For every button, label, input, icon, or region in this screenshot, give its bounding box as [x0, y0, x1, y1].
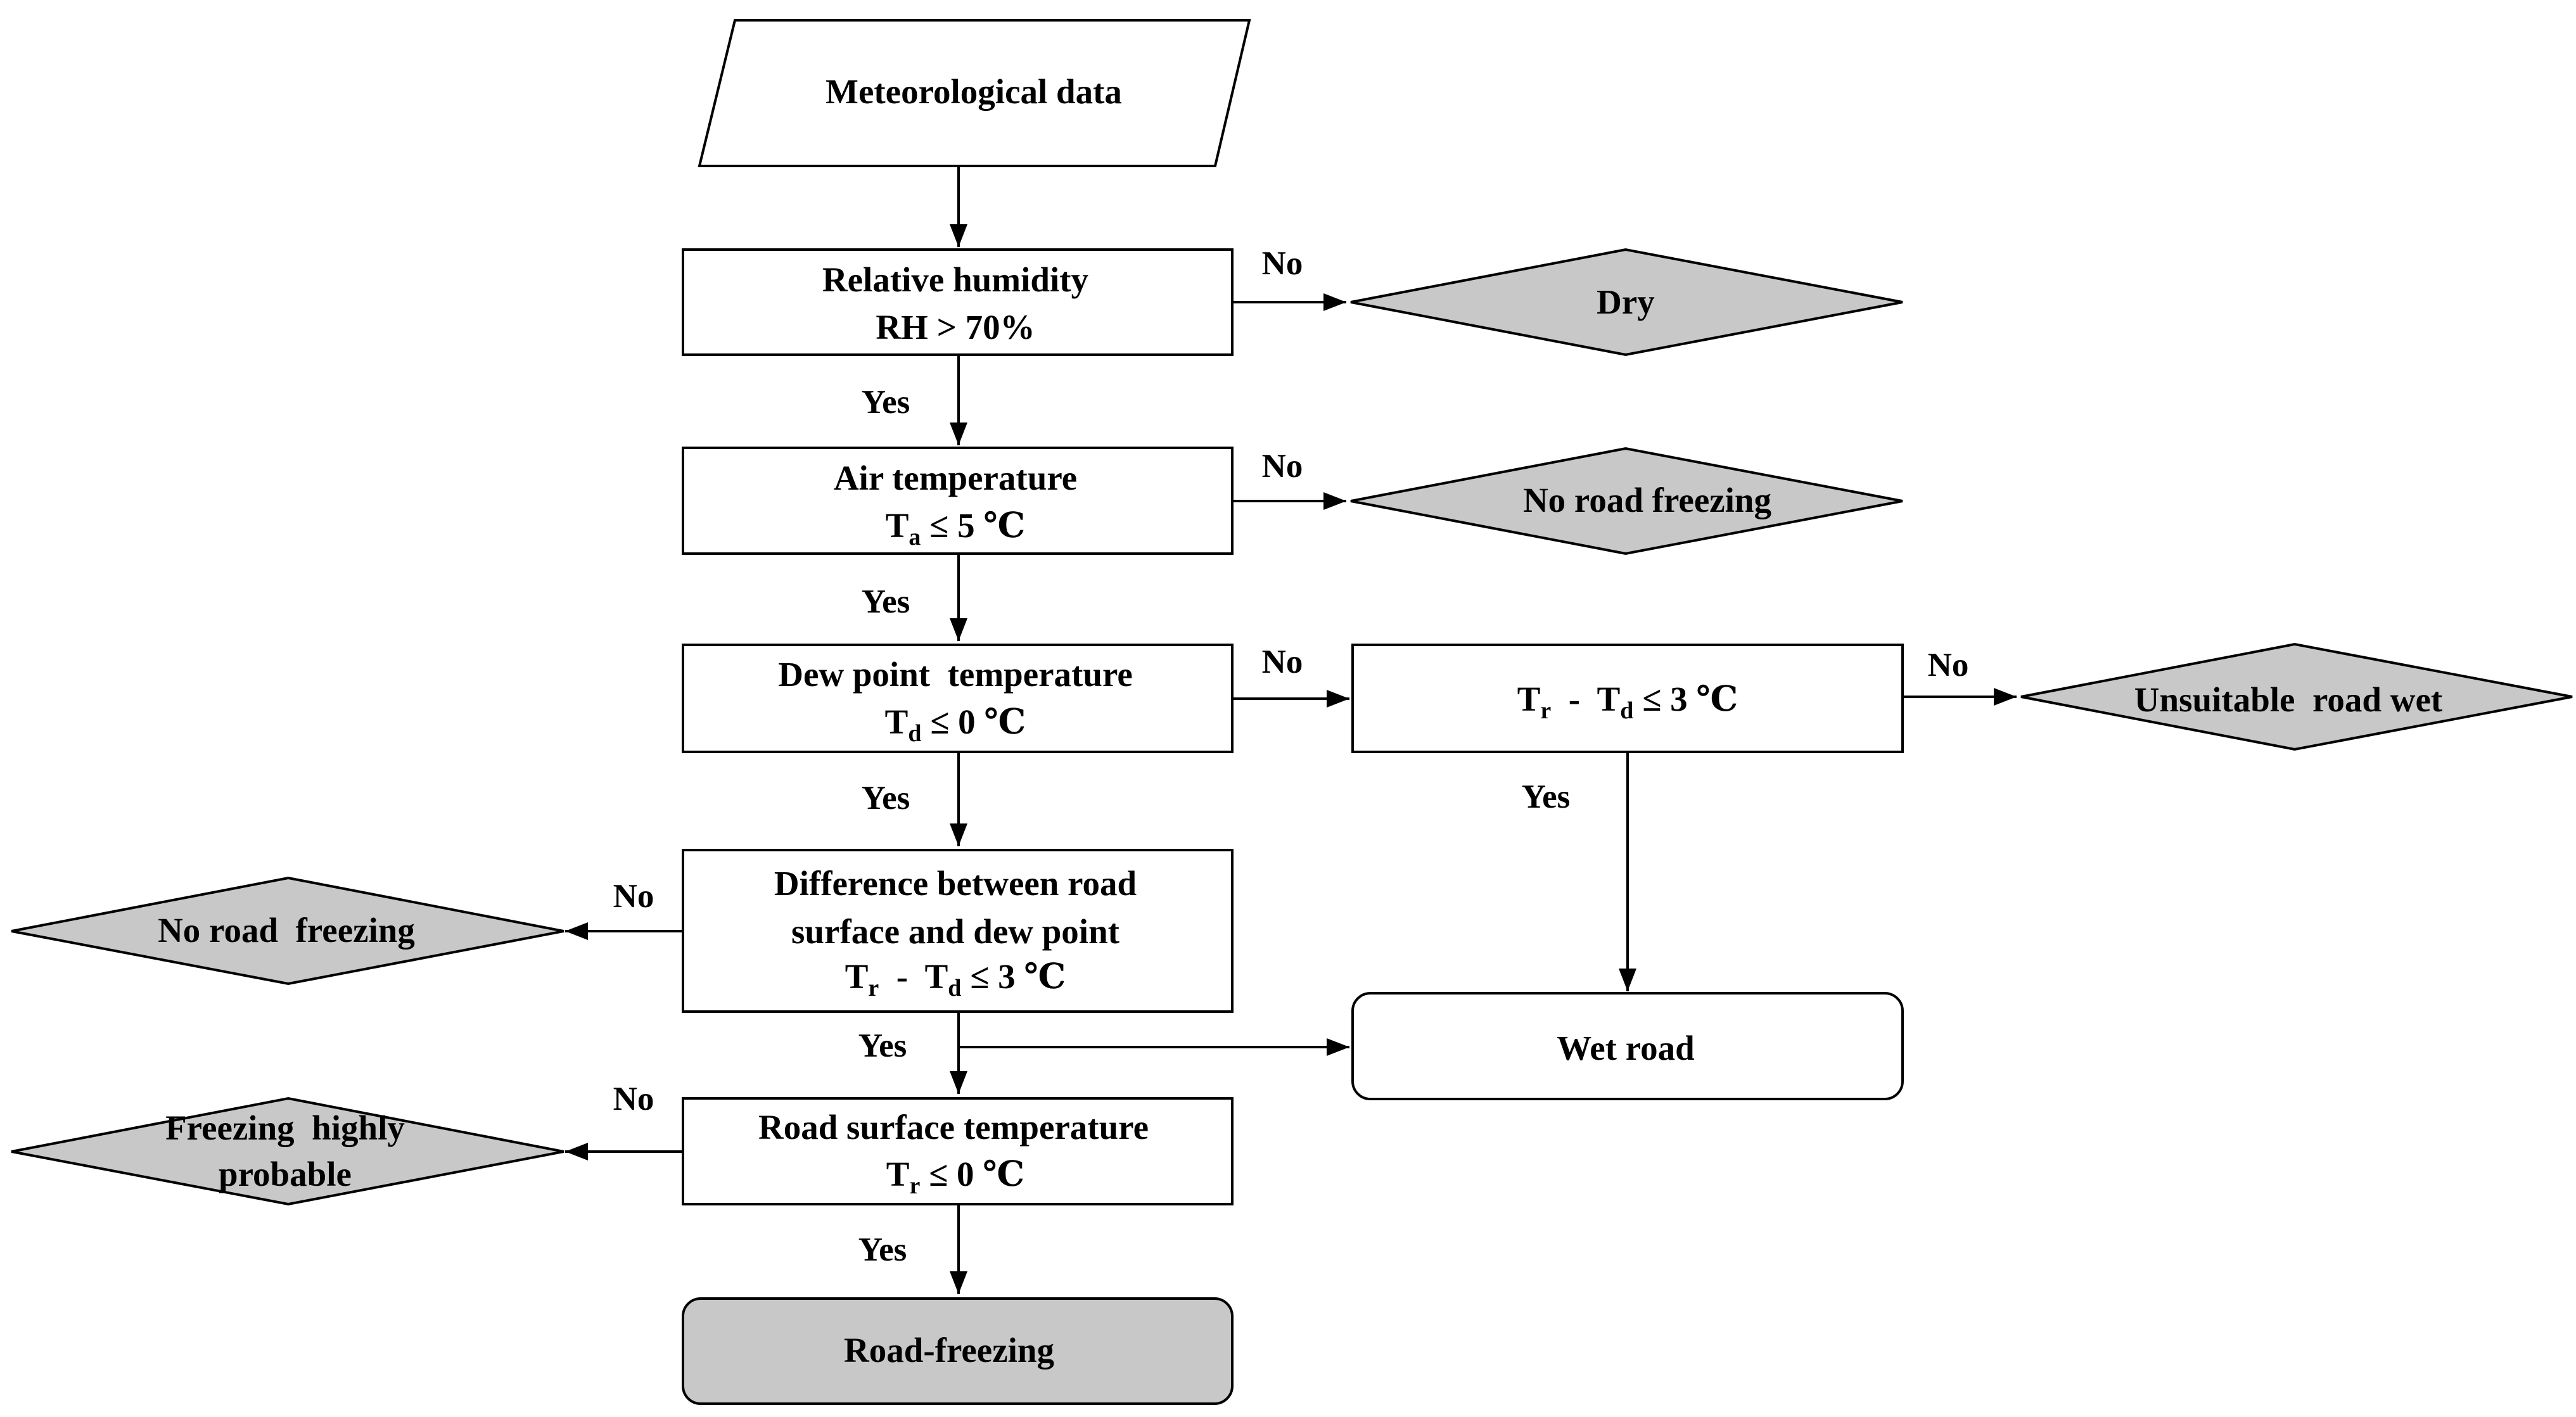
meteorological-data-label: Meteorological data	[826, 72, 1122, 111]
difference-box	[682, 849, 1234, 1013]
dew-point-title: Dew point temperature	[778, 655, 1133, 694]
road-surface-node: Road surface temperature Tr ≤ 0 ℃	[682, 1097, 1234, 1205]
tr-td-check-label: Tr - Td ≤ 3 ℃	[1517, 680, 1738, 724]
no-label-dew: No	[1262, 644, 1303, 680]
relative-humidity-box	[682, 248, 1234, 356]
no-label-road-surface: No	[613, 1081, 654, 1117]
dew-point-box	[682, 644, 1234, 753]
dry-diamond	[1350, 248, 1903, 357]
no-road-freezing-left-node: No road freezing	[11, 876, 564, 986]
dew-point-node: Dew point temperature Td ≤ 0 ℃	[682, 644, 1234, 753]
no-road-freezing-right-diamond	[1350, 447, 1903, 556]
freezing-highly-probable-diamond	[11, 1096, 564, 1206]
road-surface-title: Road surface temperature	[758, 1108, 1149, 1147]
unsuitable-road-wet-node: Unsuitable road wet	[2020, 642, 2573, 751]
air-temperature-condition: Ta ≤ 5 ℃	[886, 506, 1026, 550]
road-freezing-label: Road-freezing	[844, 1331, 1054, 1369]
road-surface-condition: Tr ≤ 0 ℃	[886, 1155, 1024, 1199]
road-freezing-box	[682, 1297, 1234, 1405]
no-label-air: No	[1262, 448, 1303, 485]
edge-labels: Yes Yes Yes Yes Yes Yes No No No No No N…	[613, 245, 1969, 1268]
unsuitable-road-wet-diamond	[2020, 642, 2573, 751]
air-temperature-box	[682, 447, 1234, 555]
tr-td-check-box	[1351, 644, 1904, 753]
dry-node: Dry	[1350, 248, 1903, 357]
wet-road-box	[1351, 992, 1904, 1100]
difference-title-line2: surface and dew point	[791, 912, 1120, 951]
freezing-highly-probable-node: Freezing highly probable	[11, 1096, 564, 1206]
yes-label-air: Yes	[862, 583, 910, 620]
connectors	[565, 166, 2017, 1294]
rh-title: Relative humidity	[822, 260, 1088, 299]
yes-label-rh: Yes	[862, 384, 910, 421]
freezing-highly-probable-line2: probable	[219, 1155, 352, 1193]
difference-title-line1: Difference between road	[774, 864, 1137, 903]
difference-node: Difference between road surface and dew …	[682, 849, 1234, 1013]
yes-label-diff: Yes	[858, 1027, 907, 1064]
data-parallelogram	[698, 19, 1251, 167]
no-road-freezing-right-node: No road freezing	[1350, 447, 1903, 556]
road-surface-box	[682, 1097, 1234, 1205]
no-label-trtd: No	[1928, 647, 1969, 683]
yes-label-dew: Yes	[862, 780, 910, 817]
freezing-highly-probable-line1: Freezing highly	[165, 1109, 405, 1147]
rh-condition: RH > 70%	[876, 308, 1035, 346]
difference-condition: Tr - Td ≤ 3 ℃	[845, 957, 1066, 1001]
wet-road-label: Wet road	[1557, 1029, 1694, 1067]
dew-point-condition: Td ≤ 0 ℃	[885, 702, 1026, 747]
air-temperature-node: Air temperature Ta ≤ 5 ℃	[682, 447, 1234, 555]
dry-label: Dry	[1597, 283, 1655, 321]
road-freezing-node: Road-freezing	[682, 1297, 1234, 1405]
no-road-freezing-left-label: No road freezing	[158, 911, 415, 950]
relative-humidity-node: Relative humidity RH > 70%	[682, 248, 1234, 356]
wet-road-node: Wet road	[1351, 992, 1904, 1100]
start-node: Meteorological data	[698, 19, 1251, 167]
yes-label-trtd: Yes	[1522, 778, 1571, 815]
air-temperature-title: Air temperature	[834, 459, 1077, 497]
no-label-diff: No	[613, 878, 654, 915]
no-road-freezing-right-label: No road freezing	[1523, 481, 1771, 519]
yes-label-road-surface: Yes	[858, 1231, 907, 1268]
tr-td-check-node: Tr - Td ≤ 3 ℃	[1351, 644, 1904, 753]
unsuitable-road-wet-label: Unsuitable road wet	[2134, 680, 2443, 719]
no-label-rh: No	[1262, 245, 1303, 282]
no-road-freezing-left-diamond	[11, 876, 564, 986]
